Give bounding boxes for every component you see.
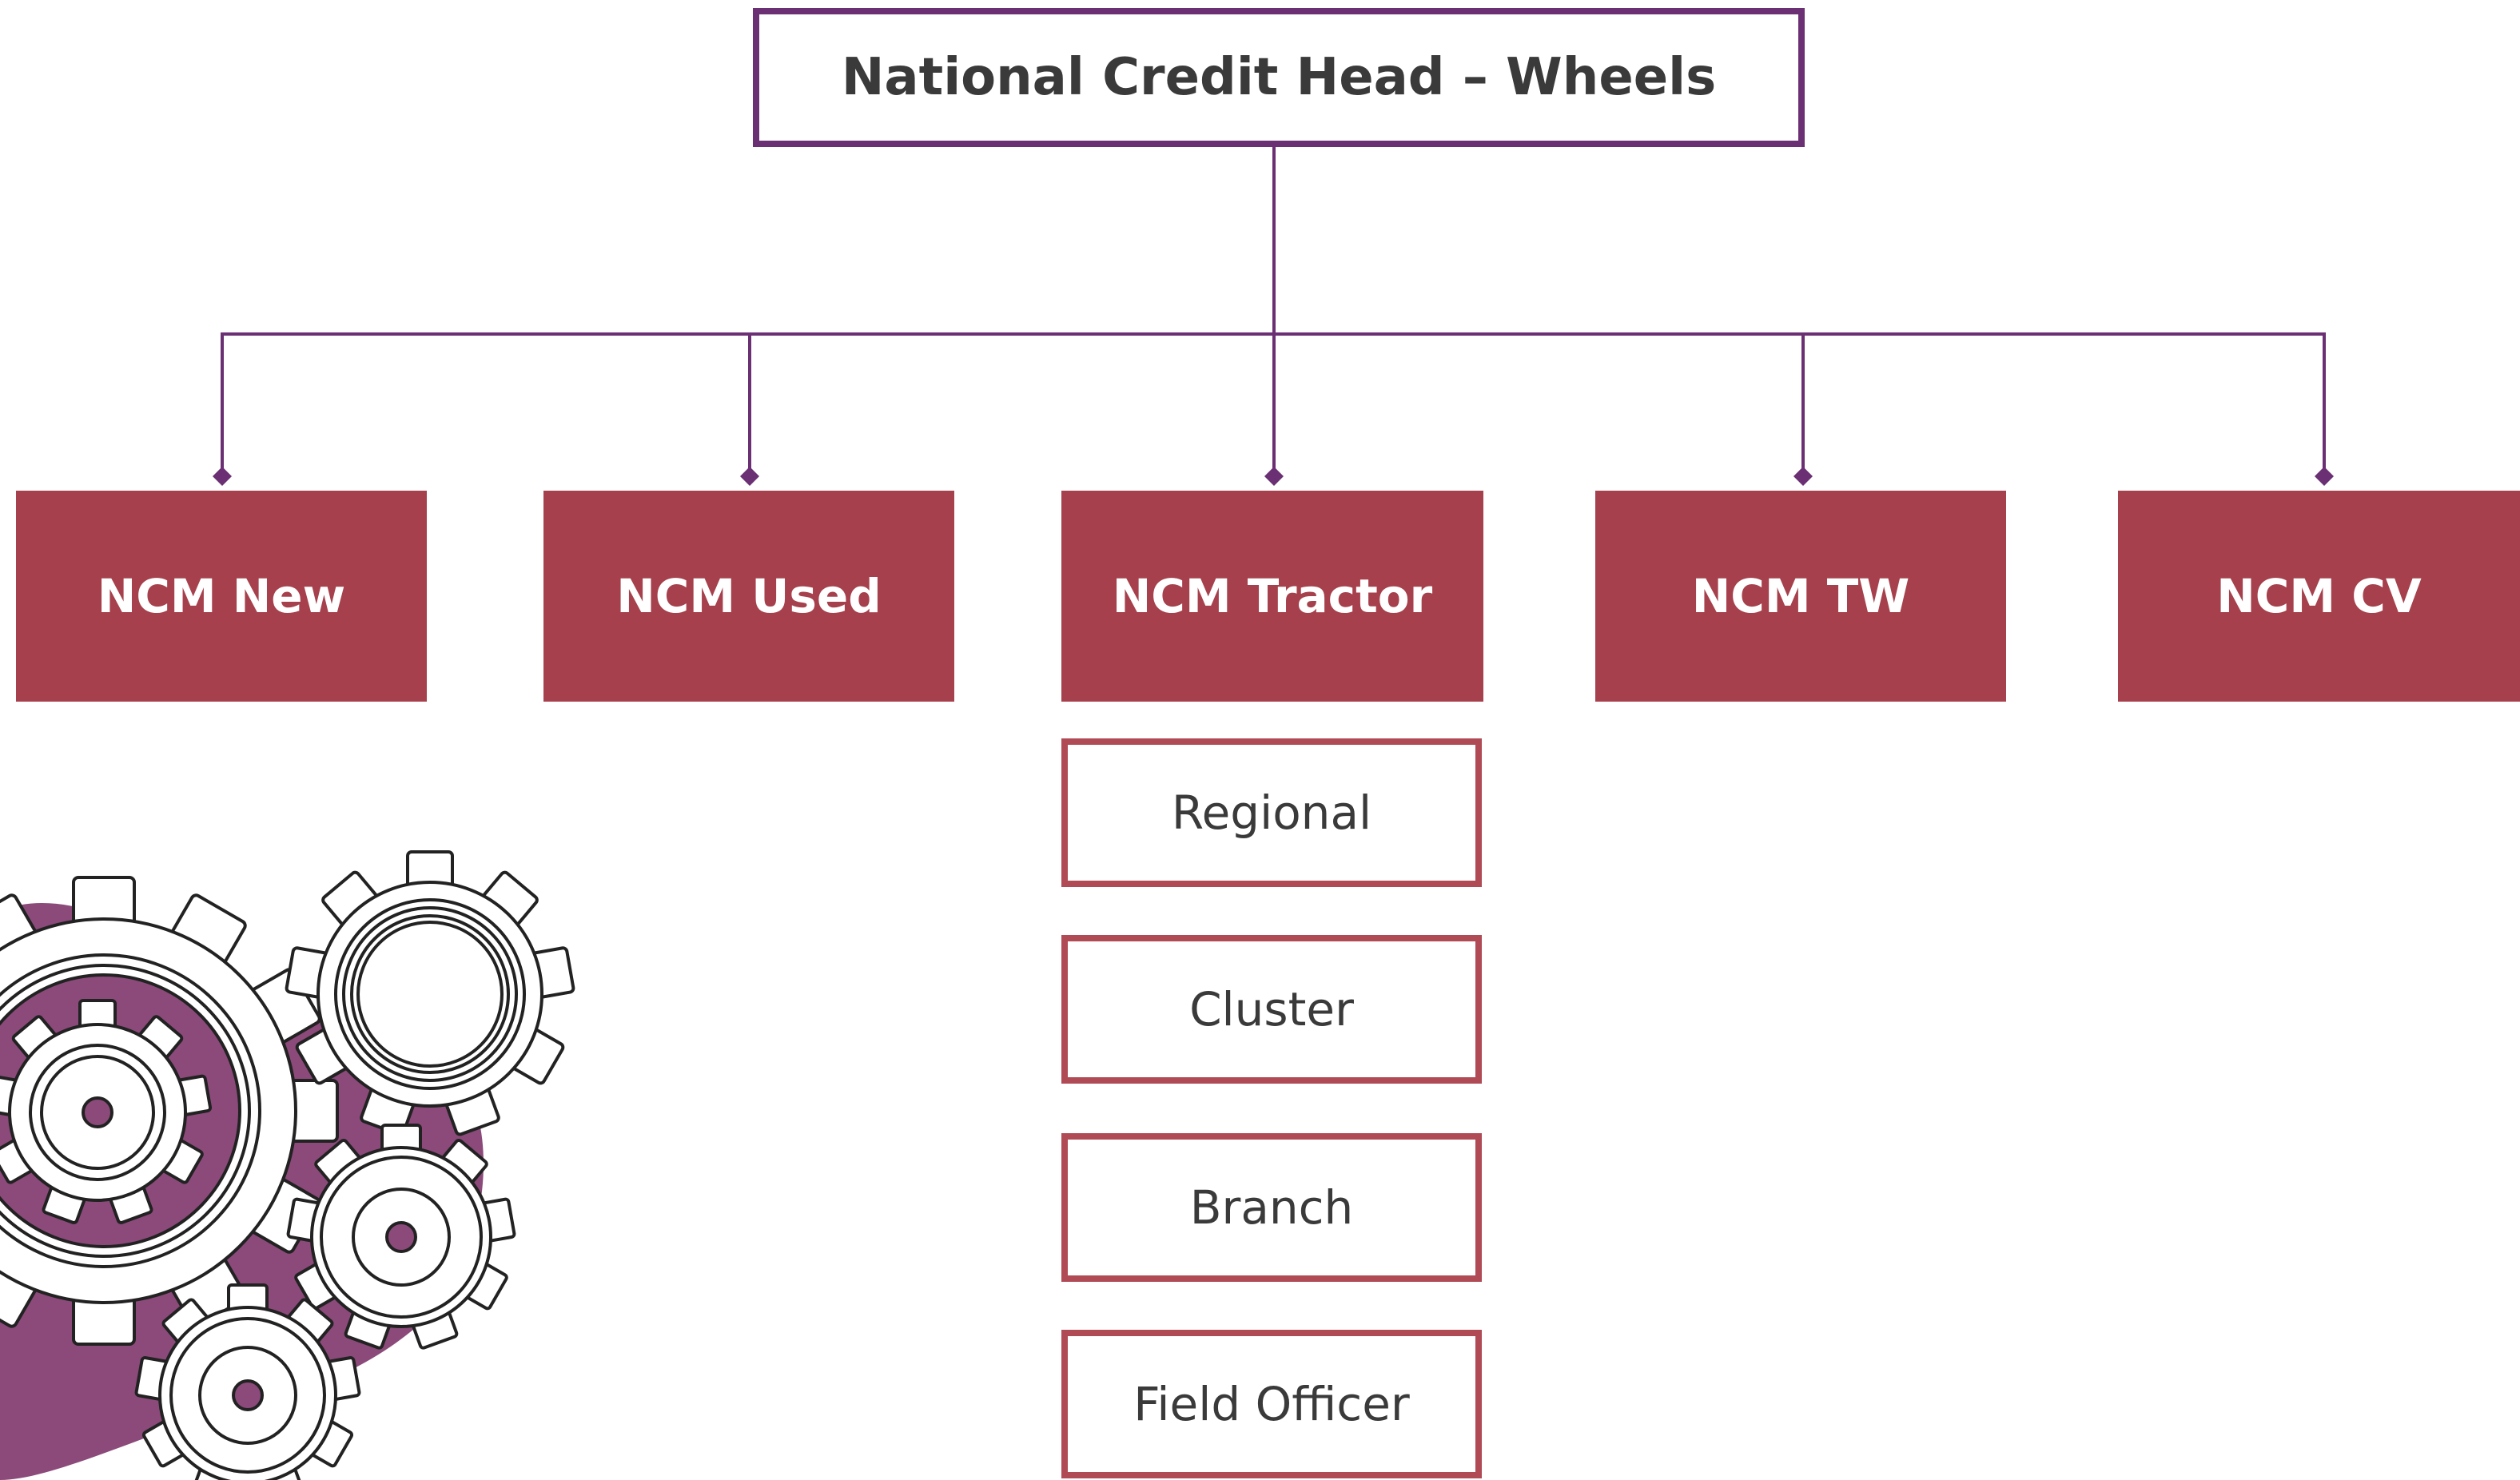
node-ncm-cv-label: NCM CV — [2216, 569, 2422, 623]
node-ncm-cv: NCM CV — [2118, 491, 2520, 702]
node-national-credit-head-label: National Credit Head – Wheels — [841, 48, 1717, 107]
node-regional: Regional — [1061, 738, 1482, 887]
node-ncm-used-label: NCM Used — [616, 569, 882, 623]
node-ncm-used: NCM Used — [543, 491, 954, 702]
node-regional-label: Regional — [1171, 786, 1372, 840]
node-ncm-tw: NCM TW — [1595, 491, 2006, 702]
gear-top-right-icon — [285, 850, 575, 1136]
node-field-officer: Field Officer — [1061, 1330, 1482, 1478]
gear-bottom-icon — [134, 1283, 361, 1480]
arrowhead-ncm-tractor — [1264, 467, 1284, 486]
node-ncm-tw-label: NCM TW — [1691, 569, 1910, 623]
node-field-officer-label: Field Officer — [1133, 1377, 1410, 1431]
node-ncm-new: NCM New — [16, 491, 427, 702]
node-branch: Branch — [1061, 1133, 1482, 1282]
node-cluster-label: Cluster — [1189, 982, 1354, 1036]
arrowhead-ncm-cv — [2315, 467, 2334, 486]
node-branch-label: Branch — [1189, 1180, 1354, 1235]
arrowhead-ncm-tw — [1793, 467, 1813, 486]
node-cluster: Cluster — [1061, 935, 1482, 1084]
gear-inner-icon — [0, 999, 213, 1224]
arrowhead-ncm-new — [213, 467, 232, 486]
node-ncm-tractor: NCM Tractor — [1061, 491, 1483, 702]
arrowhead-ncm-used — [740, 467, 759, 486]
node-national-credit-head: National Credit Head – Wheels — [753, 8, 1805, 147]
node-ncm-tractor-label: NCM Tractor — [1112, 569, 1433, 623]
node-ncm-new-label: NCM New — [97, 569, 346, 623]
gear-middle-icon — [286, 1124, 516, 1350]
